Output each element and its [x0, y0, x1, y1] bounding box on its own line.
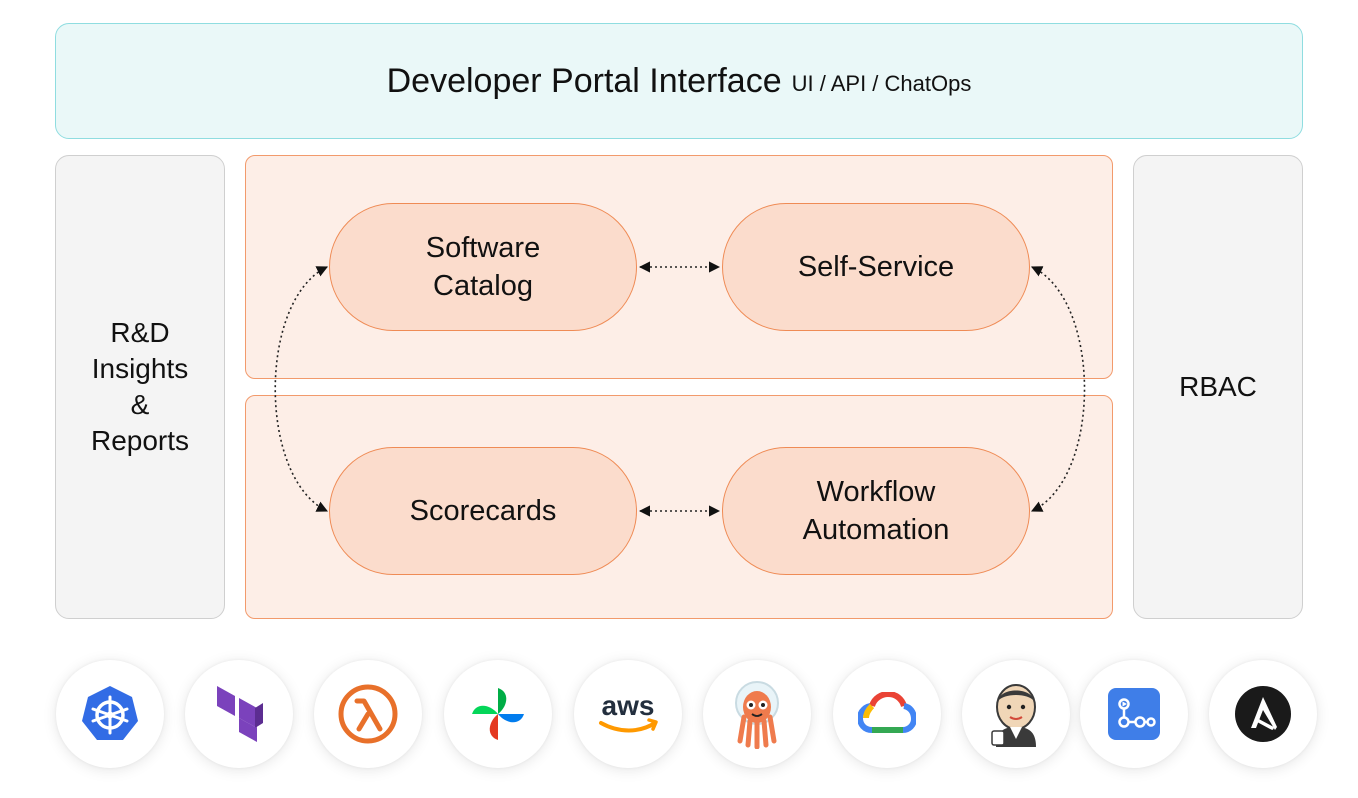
terraform-icon — [185, 660, 293, 768]
rbac-label: RBAC — [1179, 371, 1257, 402]
rbac-panel: RBAC — [1133, 155, 1303, 619]
workflow-automation-label: Workflow Automation — [802, 476, 950, 546]
kubernetes-icon — [56, 660, 164, 768]
self-service-module: Self-Service — [722, 203, 1030, 331]
pipeline-icon — [1080, 660, 1188, 768]
software-catalog-module: Software Catalog — [329, 203, 637, 331]
scorecards-module: Scorecards — [329, 447, 637, 575]
insights-reports-panel: R&D Insights & Reports — [55, 155, 225, 619]
insights-reports-label: R&D Insights & Reports — [90, 317, 190, 456]
header-subtitle: UI / API / ChatOps — [791, 71, 972, 96]
lambda-icon — [314, 660, 422, 768]
aws-logo-text: aws — [602, 690, 655, 721]
jenkins-icon — [962, 660, 1070, 768]
scorecards-label: Scorecards — [409, 495, 557, 527]
ansible-icon — [1209, 660, 1317, 768]
self-service-label: Self-Service — [797, 251, 955, 283]
aws-icon: aws — [574, 660, 682, 768]
argo-icon — [703, 660, 811, 768]
developer-portal-header: Developer Portal Interface UI / API / Ch… — [55, 23, 1303, 139]
workflow-automation-module: Workflow Automation — [722, 447, 1030, 575]
airflow-icon — [444, 660, 552, 768]
google-cloud-icon — [833, 660, 941, 768]
software-catalog-label: Software Catalog — [425, 232, 541, 302]
header-title: Developer Portal Interface — [386, 61, 782, 100]
